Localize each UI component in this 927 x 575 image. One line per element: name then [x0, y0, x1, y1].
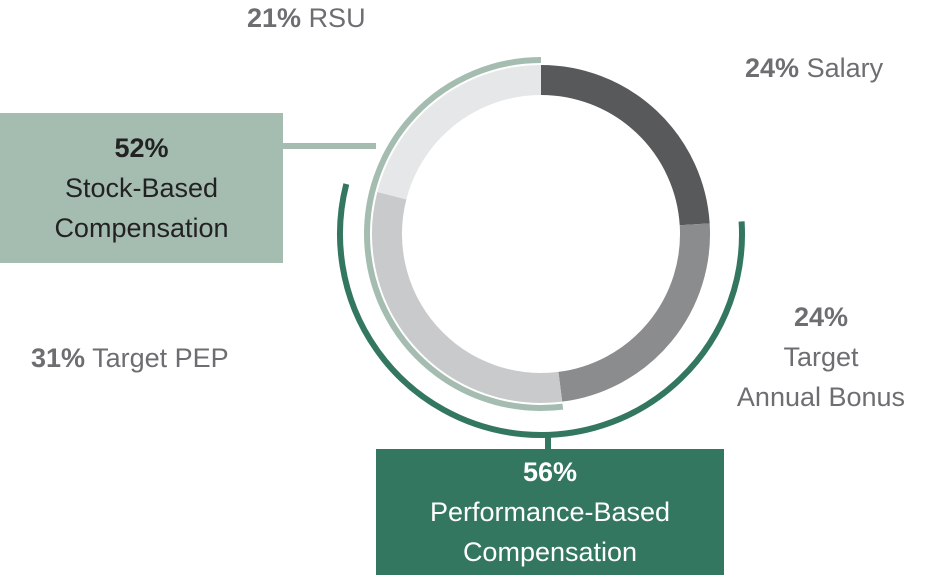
pep-label: 31% Target PEP [31, 338, 229, 378]
pep-percent: 31% [31, 343, 86, 373]
salary-name: Salary [806, 53, 884, 83]
performance-based-callout: 56% Performance-Based Compensation [376, 449, 724, 575]
salary-percent: 24% [745, 53, 800, 83]
donut-segment-target-annual-bonus [558, 223, 710, 402]
bonus-name-line1: Target [783, 342, 859, 372]
salary-label: 24% Salary [745, 48, 883, 88]
performance-based-line1: Performance-Based [429, 497, 671, 527]
performance-based-line2: Compensation [462, 537, 638, 567]
stock-based-line1: Stock-Based [64, 173, 219, 203]
bonus-label: 24% Target Annual Bonus [716, 297, 926, 417]
performance-based-percent: 56% [522, 457, 578, 487]
donut-segment-rsu [377, 65, 542, 200]
pep-name: Target PEP [92, 343, 229, 373]
bonus-percent: 24% [793, 302, 849, 332]
stock-based-line2: Compensation [54, 213, 229, 243]
performance-based-band [337, 183, 745, 438]
rsu-percent: 21% [247, 3, 302, 33]
bonus-name-line2: Annual Bonus [736, 382, 906, 412]
stock-based-band [364, 57, 564, 411]
stock-based-callout: 52% Stock-Based Compensation [0, 113, 283, 263]
rsu-label: 21% RSU [247, 0, 366, 38]
stock-based-percent: 52% [114, 133, 169, 163]
donut-segment-target-pep [372, 191, 563, 403]
rsu-name: RSU [308, 3, 366, 33]
donut-segment-salary [540, 65, 710, 226]
